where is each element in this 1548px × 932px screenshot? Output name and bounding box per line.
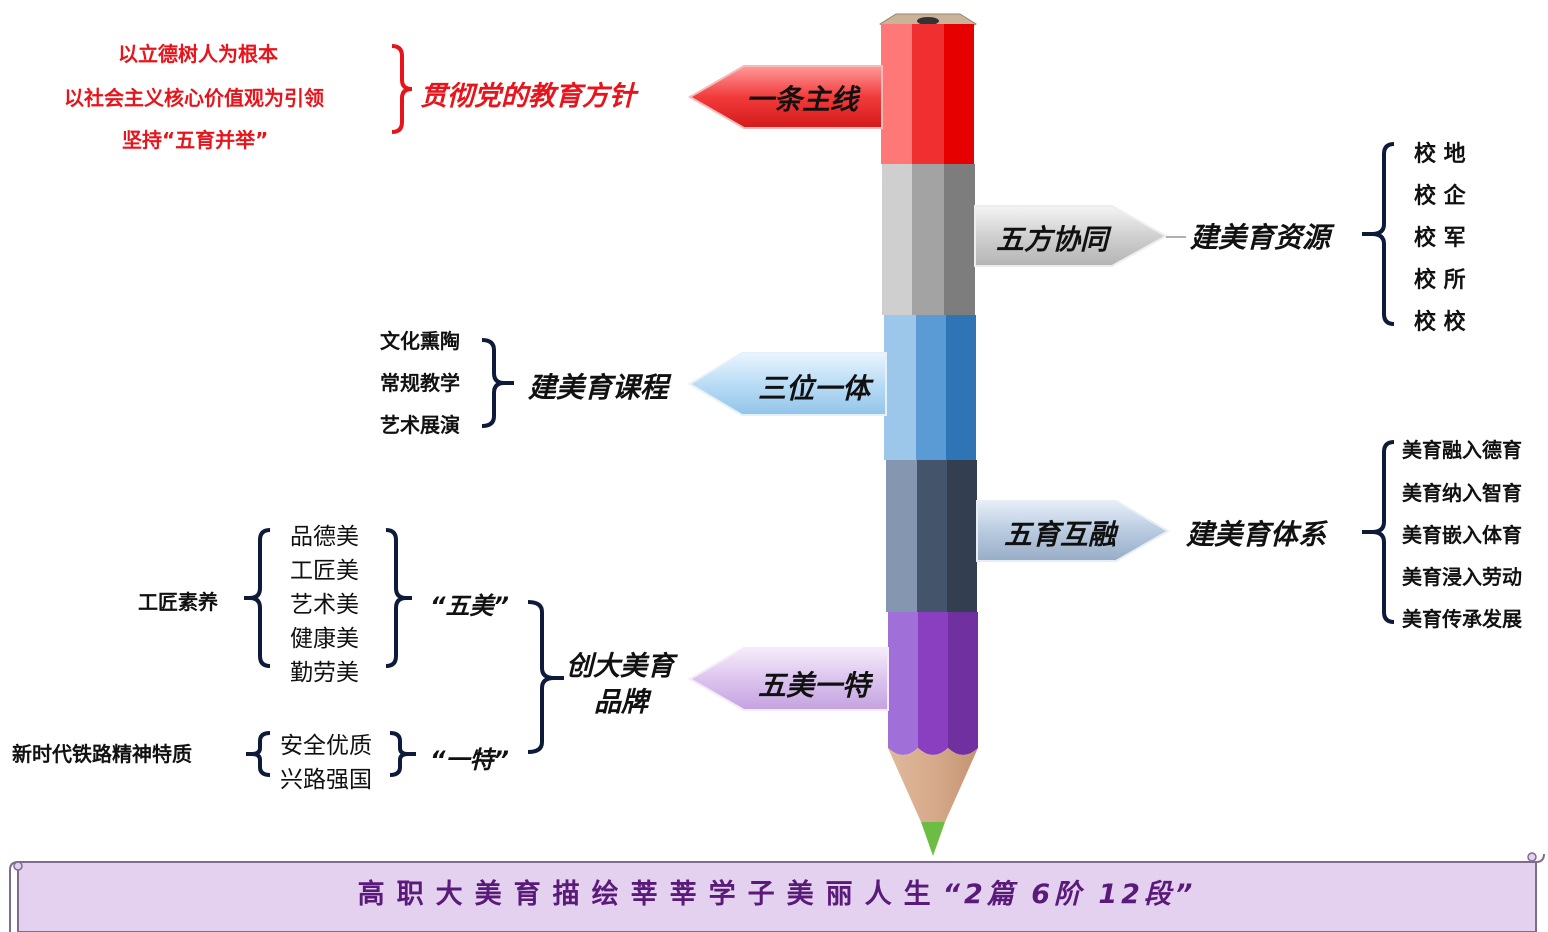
mainline-item-1: 以立德树人为根本 — [118, 42, 278, 66]
tag-wumei-label: 五美一特 — [758, 669, 871, 702]
mainline-target: 贯彻党的教育方针 — [420, 81, 636, 112]
wufang-item-5: 校 校 — [1414, 310, 1466, 335]
tag-mainline-label: 一条主线 — [746, 83, 859, 116]
pencil-segment-gray — [882, 164, 975, 315]
wumei-five-item-2: 工匠美 — [290, 558, 359, 584]
wufang-item-3: 校 军 — [1414, 226, 1466, 251]
wumei-one-label: “一特” — [430, 746, 509, 774]
sanwei-item-2: 常规教学 — [380, 371, 460, 395]
mainline-item-3: 坚持“五育并举” — [122, 128, 269, 152]
wufang-item-2: 校 企 — [1414, 184, 1466, 209]
mainline-item-2: 以社会主义核心价值观为引领 — [64, 86, 324, 110]
banner-title: 高职大美育描绘莘莘学子美丽人生“2篇 6阶 12段” — [18, 872, 1536, 911]
wufang-connector — [1166, 234, 1186, 240]
wufang-item-1: 校 地 — [1414, 142, 1466, 167]
wufang-target: 建美育资源 — [1190, 221, 1331, 254]
wumei-five-left-bracket — [244, 526, 274, 672]
wumei-five-right-bracket — [382, 526, 412, 672]
wumei-five-item-5: 勤劳美 — [290, 660, 359, 686]
tag-wufang-label: 五方协同 — [996, 223, 1109, 256]
sanwei-item-3: 艺术展演 — [380, 413, 460, 437]
wuyu-item-5: 美育传承发展 — [1402, 607, 1522, 631]
mainline-bracket — [388, 44, 418, 134]
tag-sanwei-label: 三位一体 — [758, 372, 871, 405]
banner-title-suffix: “2篇 6阶 12段” — [942, 879, 1197, 910]
tag-mainline-shape — [687, 65, 883, 129]
wuyu-item-4: 美育浸入劳动 — [1402, 565, 1522, 589]
sanwei-item-1: 文化熏陶 — [380, 329, 460, 353]
tag-wufang-shape — [974, 205, 1169, 267]
sanwei-bracket — [478, 336, 518, 430]
wumei-five-item-1: 品德美 — [290, 524, 359, 550]
wumei-one-left-bracket — [246, 730, 272, 780]
wuyu-item-3: 美育嵌入体育 — [1402, 523, 1522, 547]
wumei-brand-line-2: 品牌 — [594, 687, 648, 718]
wumei-one-source: 新时代铁路精神特质 — [12, 742, 192, 766]
sanwei-target: 建美育课程 — [528, 371, 669, 404]
wumei-five-item-3: 艺术美 — [290, 592, 359, 618]
wumei-one-right-bracket — [388, 730, 418, 780]
tag-wumei-shape — [687, 647, 889, 711]
wuyu-target: 建美育体系 — [1186, 518, 1327, 551]
pencil-tip — [888, 748, 978, 856]
wufang-item-4: 校 所 — [1414, 268, 1466, 293]
pencil-segment-red — [881, 24, 974, 164]
wufang-bracket — [1360, 140, 1400, 330]
banner-title-text: 高职大美育描绘莘莘学子美丽人生 — [357, 879, 943, 910]
wumei-five-label: “五美” — [430, 592, 509, 620]
tag-wuyu-shape — [976, 500, 1171, 562]
banner-scroll — [9, 852, 1545, 932]
wumei-five-source: 工匠素养 — [138, 590, 218, 614]
wumei-brand-line-1: 创大美育 — [566, 651, 674, 682]
wuyu-item-1: 美育融入德育 — [1402, 438, 1522, 462]
wumei-one-item-2: 兴路强国 — [280, 767, 372, 793]
wuyu-item-2: 美育纳入智育 — [1402, 481, 1522, 505]
pencil-segment-slate — [886, 460, 977, 612]
tag-sanwei-shape — [688, 352, 887, 416]
pencil-segment-purple — [888, 612, 978, 755]
tag-wuyu-label: 五育互融 — [1004, 518, 1117, 551]
wumei-one-item-1: 安全优质 — [280, 733, 372, 759]
wumei-brand-bracket — [524, 598, 568, 758]
wuyu-bracket — [1360, 438, 1400, 626]
pencil-segment-blue — [884, 315, 976, 460]
wumei-five-item-4: 健康美 — [290, 626, 359, 652]
